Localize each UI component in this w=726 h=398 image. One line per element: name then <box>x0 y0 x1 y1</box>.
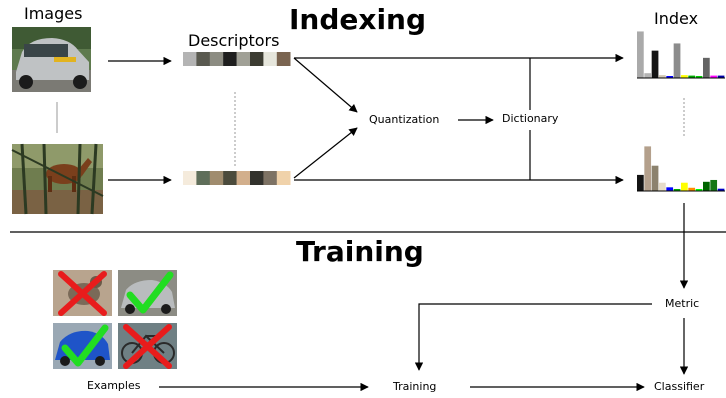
descriptor-swatch <box>183 171 197 185</box>
arrow-desc2-quantization <box>293 127 358 179</box>
dictionary-label: Dictionary <box>502 112 559 125</box>
histogram-bar <box>695 189 703 191</box>
examples-label: Examples <box>87 379 141 392</box>
training-title: Training <box>296 235 424 268</box>
histogram-bar <box>688 187 696 191</box>
check-icon <box>126 271 174 314</box>
descriptor-swatch <box>236 171 251 185</box>
descriptor-swatch <box>250 52 264 66</box>
descriptor-swatch <box>183 52 197 66</box>
descriptor-swatch <box>263 52 278 66</box>
histogram-bar <box>673 43 681 78</box>
histogram-bar <box>710 75 718 78</box>
histogram-bar <box>688 75 696 78</box>
descriptor-swatch <box>209 52 224 66</box>
descriptor-swatch <box>276 171 291 185</box>
histogram-bar <box>681 75 688 78</box>
quantization-label: Quantization <box>369 113 440 126</box>
classifier-label: Classifier <box>654 380 705 393</box>
descriptor-swatch <box>263 171 278 185</box>
histogram-bar <box>659 75 666 78</box>
descriptor-strip-1 <box>183 52 291 66</box>
histogram-bar <box>651 50 659 78</box>
histogram-bar <box>703 57 710 78</box>
descriptor-strip-2 <box>183 171 291 185</box>
histogram-bar <box>637 31 644 78</box>
descriptor-swatch <box>276 52 291 66</box>
indexing-title: Indexing <box>289 3 427 36</box>
index-histogram-1 <box>637 31 725 79</box>
histogram-bar <box>673 189 681 191</box>
training-node-label: Training <box>393 380 437 393</box>
descriptor-swatch <box>196 52 211 66</box>
metric-label: Metric <box>665 297 700 310</box>
histogram-bar <box>710 179 718 191</box>
histogram-bar <box>695 76 703 78</box>
histogram-bar <box>666 76 674 78</box>
histogram-bar <box>659 182 666 191</box>
histogram-bar <box>681 182 688 191</box>
histogram-bar <box>717 188 725 191</box>
index-histogram-2 <box>637 146 725 192</box>
histogram-bar <box>666 187 674 191</box>
histogram-bar <box>644 146 652 191</box>
arrow-desc1-quantization <box>293 57 358 113</box>
example-marks <box>58 271 174 369</box>
cross-icon <box>123 324 172 369</box>
descriptor-swatch <box>209 171 224 185</box>
cross-icon <box>58 271 107 316</box>
descriptor-swatch <box>223 52 237 66</box>
descriptor-swatch <box>223 171 237 185</box>
histogram-bar <box>644 73 652 78</box>
car-image <box>12 27 91 92</box>
images-label: Images <box>24 4 83 23</box>
descriptor-swatch <box>236 52 251 66</box>
descriptor-swatch <box>250 171 264 185</box>
descriptor-swatch <box>196 171 211 185</box>
histogram-bar <box>637 174 644 191</box>
histogram-bar <box>651 165 659 191</box>
histogram-bar <box>703 181 710 191</box>
check-icon <box>61 324 109 367</box>
arrow-metric-training <box>414 303 652 371</box>
histogram-bar <box>717 75 725 78</box>
index-label: Index <box>654 9 699 28</box>
descriptors-label: Descriptors <box>188 31 280 50</box>
horse-image <box>11 143 104 215</box>
